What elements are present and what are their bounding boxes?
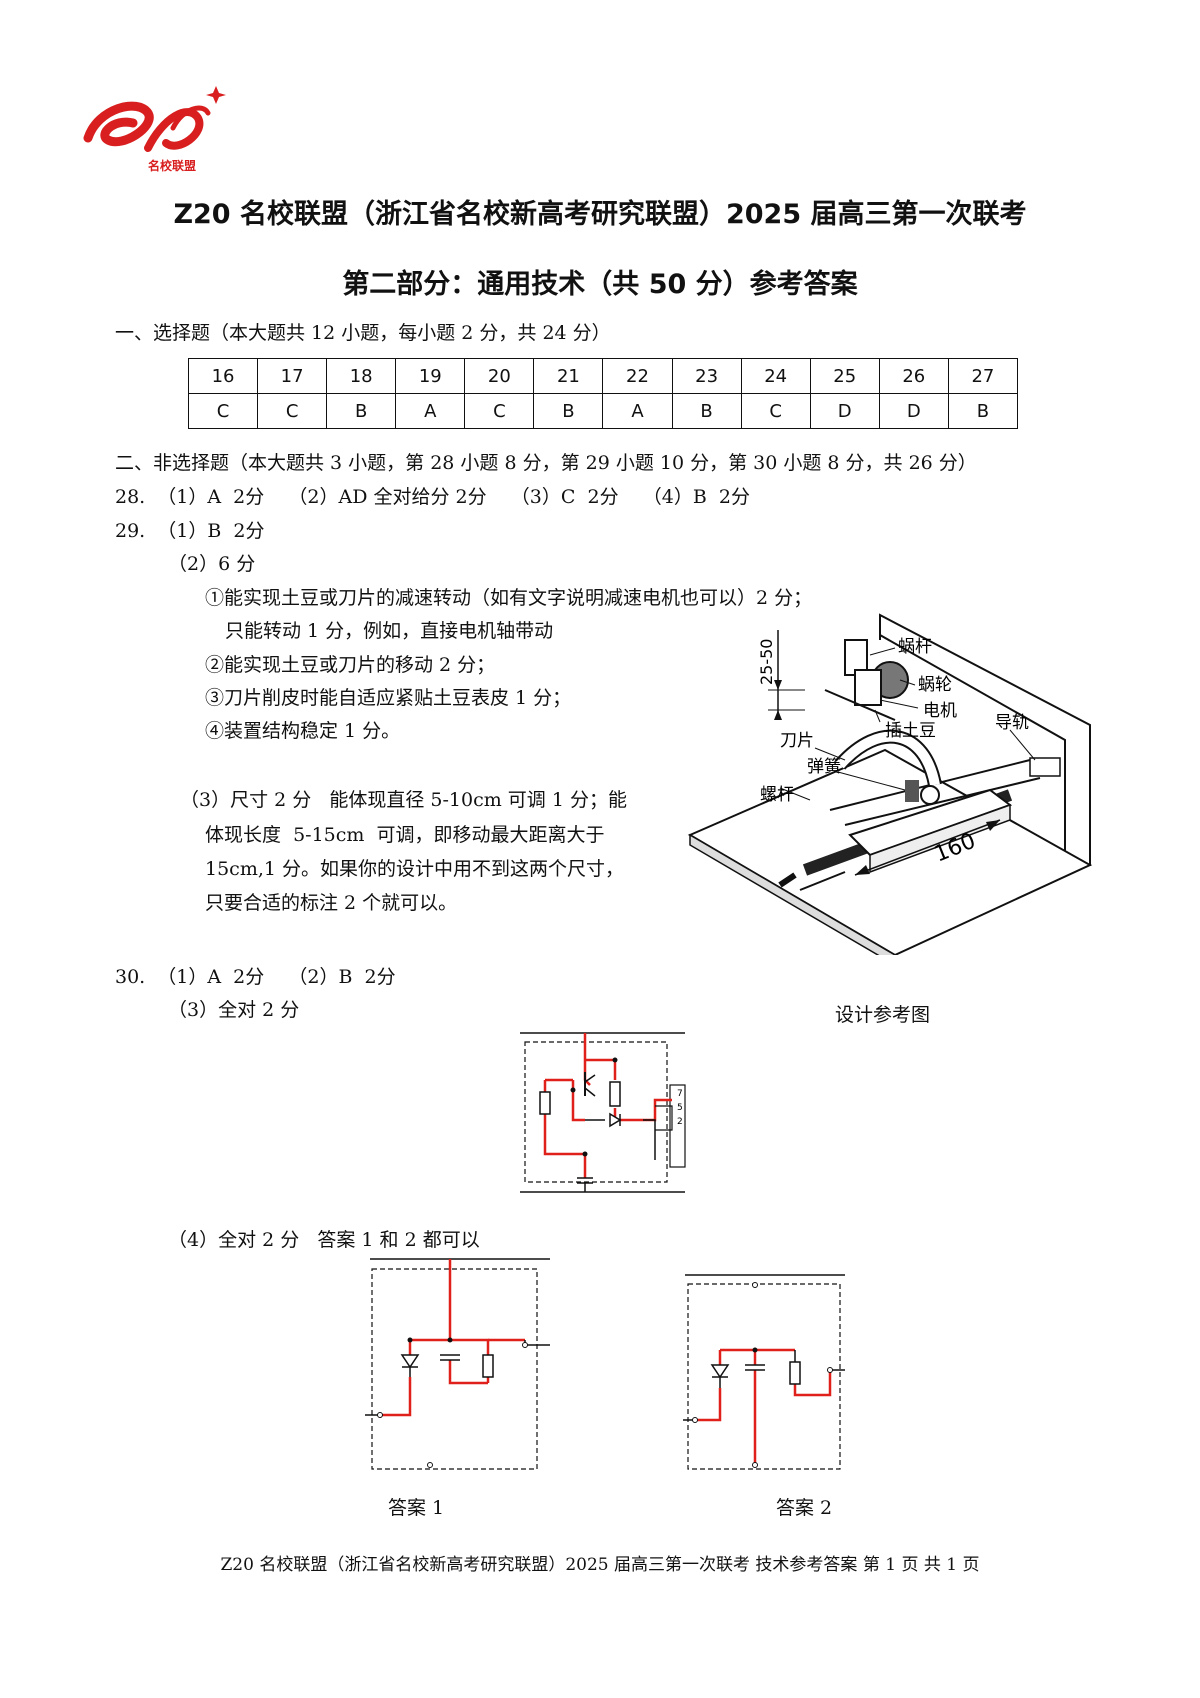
answer-cell: C (257, 393, 328, 429)
answer-row: C C B A C B A B C D D B (187, 393, 1019, 429)
question-number: 16 (187, 358, 259, 394)
worm-label: 蜗杆 (898, 637, 932, 657)
q29-part2-item: ②能实现土豆或刀片的移动 2 分； (205, 654, 496, 676)
q29-part2-item: ③刀片削皮时能自适应紧贴土豆表皮 1 分； (205, 687, 572, 709)
answer-table: 16 17 18 19 20 21 22 23 24 25 26 27 C C … (187, 358, 1019, 429)
question-number: 17 (257, 358, 328, 394)
q29-part1: 29. （1）B 2分 (115, 520, 265, 542)
q29-part2-item: ④装置结构稳定 1 分。 (205, 720, 401, 742)
answer-cell: D (878, 393, 949, 429)
design-reference-figure: 蜗杆 蜗轮 电机 插土豆 导轨 刀片 弹簧 螺杆 25-50 160 (680, 610, 1100, 967)
q29-part3-line: 15cm,1 分。如果你的设计中用不到这两个尺寸， (205, 858, 625, 880)
q29-part3-line: 体现长度 5-15cm 可调，即移动最大距离大于 (205, 824, 605, 846)
relay-pin: 5 (677, 1103, 683, 1113)
q29-part2-item: 只能转动 1 分，例如，直接电机轴带动 (225, 620, 554, 642)
blade-label: 刀片 (780, 731, 814, 751)
question-number: 25 (809, 358, 880, 394)
q29-part3-line: 只要合适的标注 2 个就可以。 (205, 892, 458, 914)
question-number: 26 (878, 358, 949, 394)
answer-cell: B (671, 393, 742, 429)
q30-part4: （4）全对 2 分 答案 1 和 2 都可以 (168, 1229, 480, 1251)
alliance-logo: 名校联盟 (78, 78, 238, 178)
screw-label: 螺杆 (760, 785, 794, 805)
q29-part3-line: （3）尺寸 2 分 能体现直径 5-10cm 可调 1 分；能 (180, 789, 627, 811)
q29-part2-item: ①能实现土豆或刀片的减速转动（如有文字说明减速电机也可以）2 分； (205, 587, 813, 609)
section1-heading: 一、选择题（本大题共 12 小题，每小题 2 分，共 24 分） (115, 322, 611, 344)
q30-part3-circuit: 7 5 2 (515, 1030, 690, 1200)
potato-stick-label: 插土豆 (885, 721, 936, 741)
answer-cell: B (326, 393, 397, 429)
q30-part1-2: 30. （1）A 2分 （2）B 2分 (115, 966, 396, 988)
answer2-circuit (680, 1270, 850, 1480)
height-dimension: 25-50 (757, 639, 776, 686)
answer-cell: C (464, 393, 535, 429)
motor-label: 电机 (923, 701, 957, 721)
section2-heading: 二、非选择题（本大题共 3 小题，第 28 小题 8 分，第 29 小题 10 … (115, 452, 977, 474)
page-title: Z20 名校联盟（浙江省名校新高考研究联盟）2025 届高三第一次联考 (173, 199, 1027, 230)
answer-cell: A (395, 393, 466, 429)
question-number: 23 (671, 358, 742, 394)
answer1-circuit (360, 1255, 555, 1480)
spring-label: 弹簧 (807, 757, 841, 777)
question-number: 20 (464, 358, 535, 394)
question-number: 22 (602, 358, 673, 394)
question-number: 18 (326, 358, 397, 394)
answer2-caption: 答案 2 (776, 1497, 833, 1519)
worm-wheel-label: 蜗轮 (918, 675, 952, 695)
answer-cell: C (187, 393, 259, 429)
relay-pin: 2 (677, 1117, 683, 1127)
logo-text: 名校联盟 (148, 158, 196, 173)
answer1-caption: 答案 1 (388, 1497, 445, 1519)
question-number: 21 (533, 358, 604, 394)
q28-answer: 28. （1）A 2分 （2）AD 全对给分 2分 （3）C 2分 （4）B 2… (115, 486, 750, 508)
relay-pin: 7 (677, 1089, 683, 1099)
answer-cell: A (602, 393, 673, 429)
question-number: 19 (395, 358, 466, 394)
page-subtitle: 第二部分：通用技术（共 50 分）参考答案 (342, 269, 858, 300)
q30-part3: （3）全对 2 分 (168, 999, 300, 1021)
page-footer: Z20 名校联盟（浙江省名校新高考研究联盟）2025 届高三第一次联考 技术参考… (220, 1555, 980, 1575)
answer-cell: B (947, 393, 1019, 429)
design-figure-caption: 设计参考图 (835, 1004, 931, 1026)
question-number: 24 (740, 358, 811, 394)
question-number-row: 16 17 18 19 20 21 22 23 24 25 26 27 (187, 358, 1019, 394)
q29-part2-heading: （2）6 分 (168, 553, 256, 575)
answer-cell: C (740, 393, 811, 429)
question-number: 27 (947, 358, 1019, 394)
guide-rail-label: 导轨 (995, 713, 1029, 733)
answer-cell: B (533, 393, 604, 429)
answer-cell: D (809, 393, 880, 429)
